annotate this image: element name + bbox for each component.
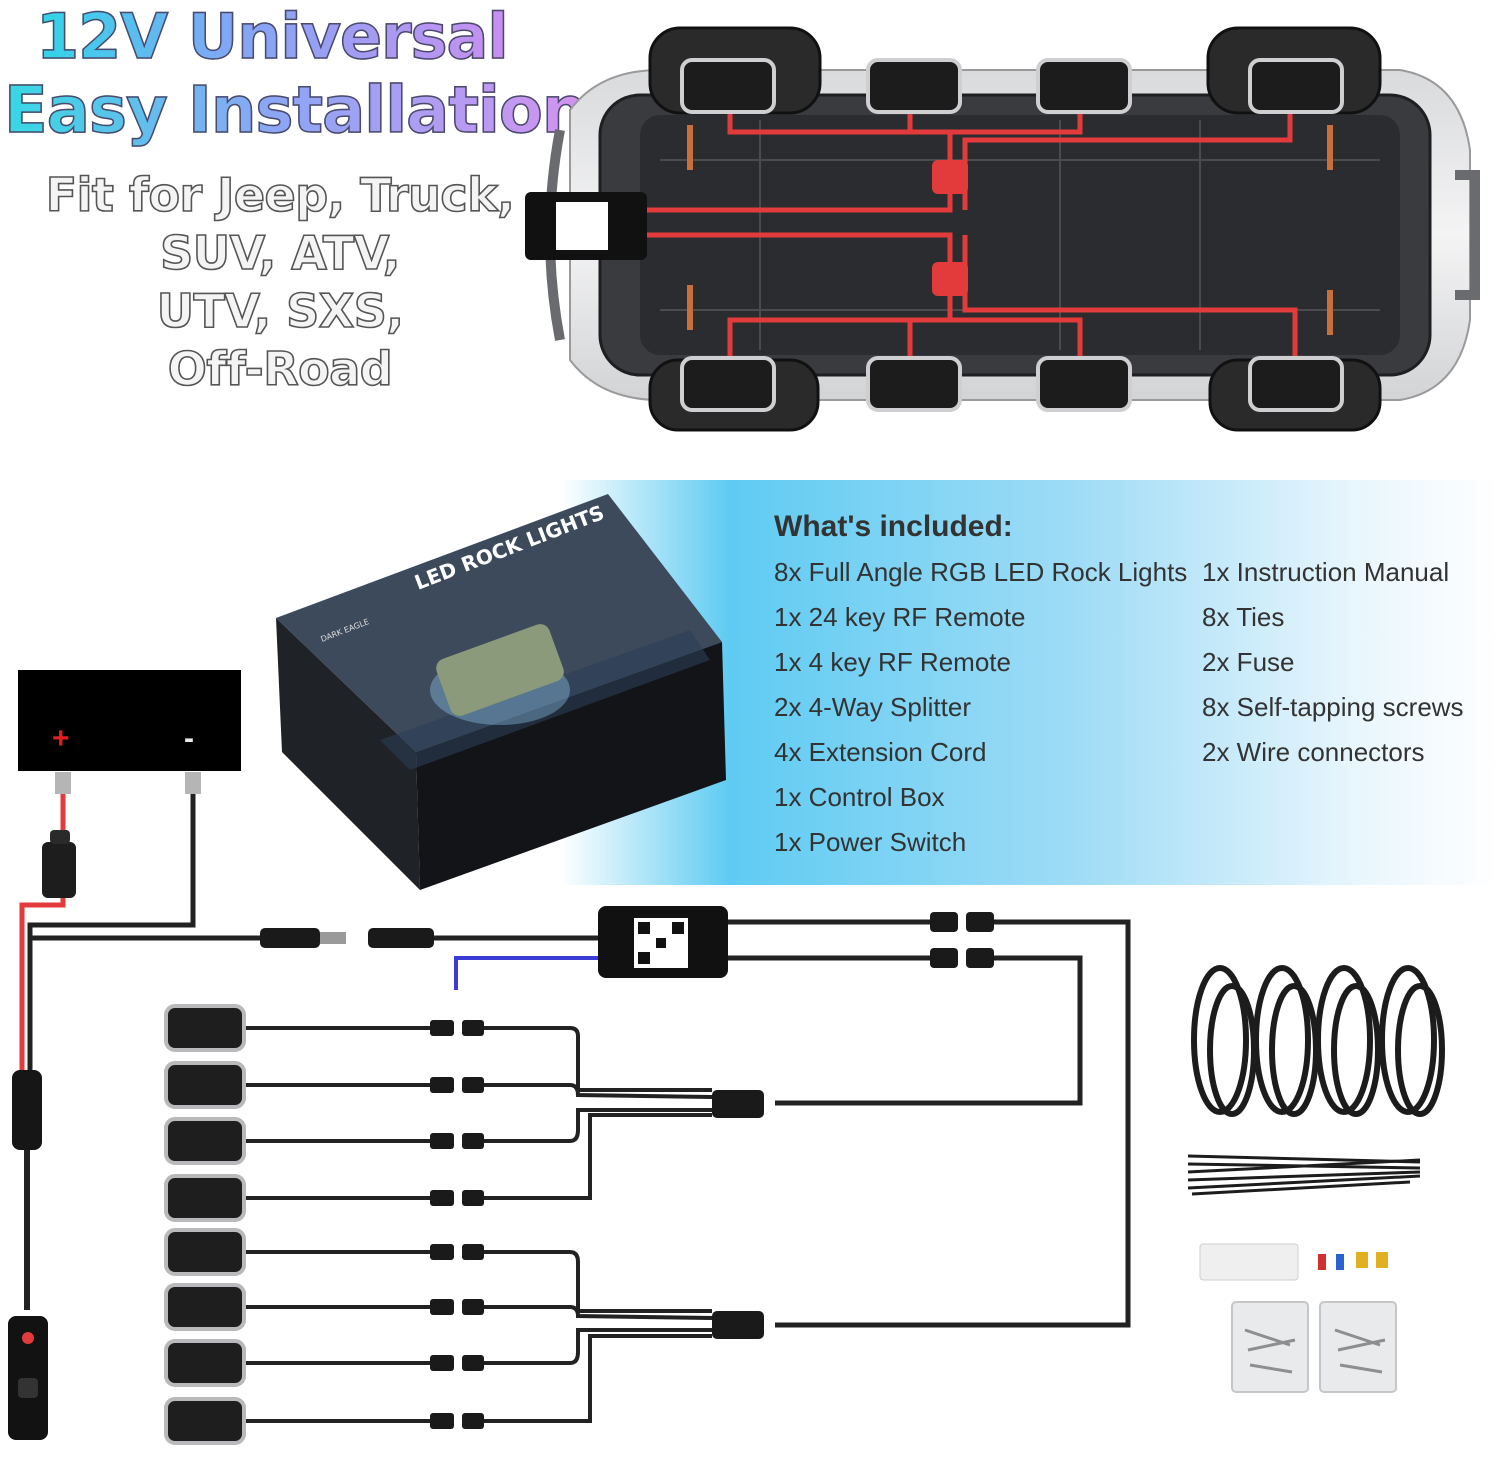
list-item: 1x Power Switch [774,827,967,857]
fit-line: UTV, SXS, [156,283,405,339]
package-box: LED ROCK LIGHTS DARK EAGLE [276,494,726,890]
power-switch-icon [8,1316,48,1440]
list-item: 8x Full Angle RGB LED Rock Lights [774,557,1188,587]
wire-connector-icon [1318,1252,1388,1270]
fit-vehicles: Fit for Jeep, Truck, SUV, ATV, UTV, SXS,… [20,166,540,398]
control-box-icon [598,906,728,978]
headline-voltage: 12V Universal [35,0,509,74]
included-list-right: 1x Instruction Manual 8x Ties 2x Fuse 8x… [1202,550,1464,775]
list-item: 1x 4 key RF Remote [774,647,1011,677]
list-item: 8x Ties [1202,602,1285,632]
battery-minus: - [184,722,194,755]
list-item: 1x Control Box [774,782,945,812]
car-chassis-icon [525,26,1480,432]
included-title: What's included: [774,510,1013,543]
list-item: 1x 24 key RF Remote [774,602,1026,632]
splitter-icon [712,1090,764,1339]
list-item: 2x 4-Way Splitter [774,692,971,722]
list-item: 8x Self-tapping screws [1202,692,1464,722]
battery-plus: + [52,722,70,755]
fit-line: Fit for Jeep, Truck, [45,167,516,223]
headline-install: Easy Installation [3,73,588,149]
included-list-left: 8x Full Angle RGB LED Rock Lights 1x 24 … [774,550,1187,865]
rock-light-icon [164,1004,246,1445]
screw-bag-icon [1231,1301,1397,1393]
fit-line: Off-Road [167,341,394,397]
list-item: 4x Extension Cord [774,737,987,767]
list-item: 2x Fuse [1202,647,1295,677]
list-item: 2x Wire connectors [1202,737,1425,767]
list-item: 1x Instruction Manual [1202,557,1450,587]
fit-line: SUV, ATV, [159,225,401,281]
battery-icon [18,670,241,771]
extension-cord-icon [1191,965,1445,1117]
fuse-holder-icon [42,830,76,898]
cable-tie-icon [1187,1154,1421,1196]
